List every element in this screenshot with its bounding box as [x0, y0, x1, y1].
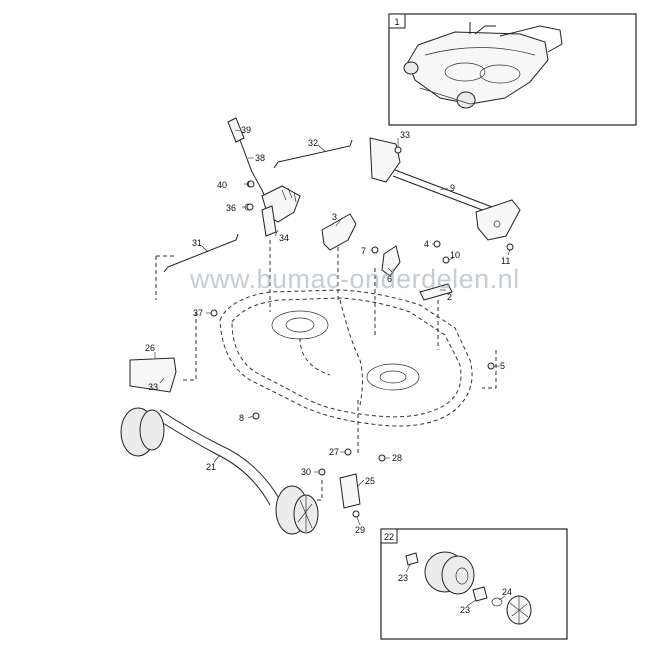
link-2: [419, 283, 453, 301]
part-label-11: 11: [501, 256, 510, 266]
part-label-2: 2: [447, 292, 452, 302]
leader-lines: [154, 129, 511, 607]
part-label-3: 3: [332, 212, 337, 222]
part-label-6: 6: [387, 274, 392, 284]
part-label-8: 8: [239, 413, 244, 423]
part-label-36: 36: [226, 203, 236, 213]
inset-22-wheel-illustration: [405, 551, 532, 625]
part-label-27: 27: [329, 447, 339, 457]
part-label-7: 7: [361, 246, 366, 256]
part-label-25: 25: [365, 476, 375, 486]
lift-shaft-assembly: [369, 137, 521, 241]
watermark: www.bumac-onderdelen.nl: [189, 264, 520, 294]
part-label-4: 4: [424, 239, 429, 249]
part-label-32: 32: [308, 138, 318, 148]
bracket-26: [129, 357, 177, 393]
part-number-labels: 39 38 40 36 34 32 33 9 3 7 6 4 10 11 2 3…: [145, 125, 512, 615]
inset-22-number: 22: [384, 532, 394, 542]
part-label-31: 31: [192, 238, 202, 248]
inset-22: 22: [380, 528, 568, 640]
part-label-28: 28: [392, 453, 402, 463]
front-axle-assembly: [120, 407, 361, 535]
part-label-37: 37: [193, 308, 203, 318]
part-label-23-b: 23: [460, 605, 470, 615]
inset-1: 1: [388, 13, 637, 126]
part-label-21: 21: [206, 462, 216, 472]
part-label-26: 26: [145, 343, 155, 353]
part-label-29: 29: [355, 525, 365, 535]
part-label-40: 40: [217, 180, 227, 190]
bracket-6: [381, 245, 401, 277]
bracket-3: [321, 213, 357, 251]
rod-31: [163, 233, 239, 273]
part-label-30: 30: [301, 467, 311, 477]
part-label-23-a: 23: [398, 573, 408, 583]
mower-deck: [219, 289, 473, 427]
part-label-9: 9: [450, 183, 455, 193]
part-label-33-top: 33: [400, 130, 410, 140]
part-label-10: 10: [450, 250, 460, 260]
part-label-24: 24: [502, 587, 512, 597]
part-label-39: 39: [241, 125, 251, 135]
part-label-5: 5: [500, 361, 505, 371]
rod-32: [273, 139, 353, 169]
inset-1-number: 1: [394, 17, 399, 27]
part-label-33-left: 33: [148, 382, 158, 392]
inset-1-deck-assembly-illustration: [403, 22, 563, 109]
lift-lever: [227, 117, 301, 237]
part-label-38: 38: [255, 153, 265, 163]
part-label-34: 34: [279, 233, 289, 243]
